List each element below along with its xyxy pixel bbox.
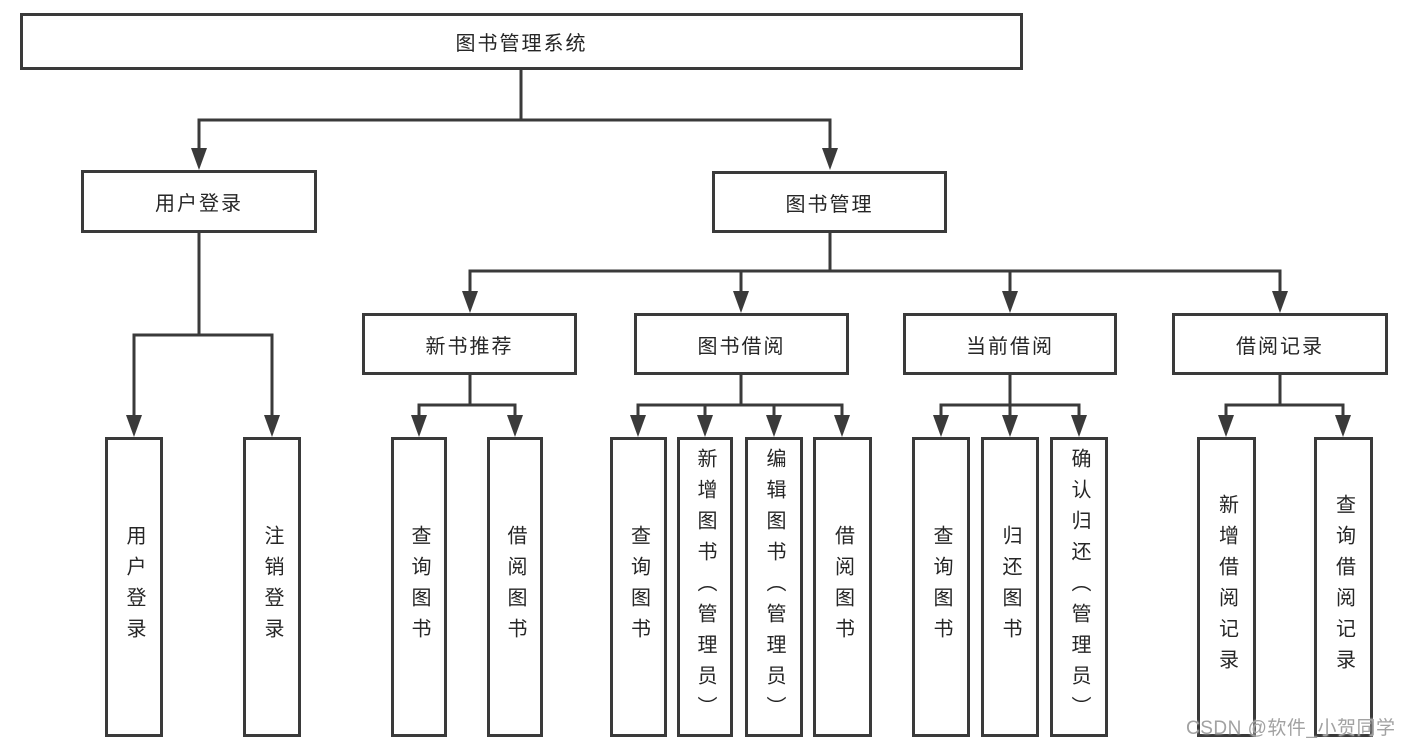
arrowhead-icon [1335,415,1351,437]
node-leaf-add-borrow-record: 新增借阅记录 [1197,437,1256,737]
node-leaf-add-book-admin: 新增图书（管理员） [677,437,733,737]
arrowhead-icon [1218,415,1234,437]
node-label-leaf-add-borrow-record: 新增借阅记录 [1215,494,1238,680]
arrowhead-icon [1002,415,1018,437]
arrowhead-icon [264,415,280,437]
arrowhead-icon [733,291,749,313]
node-leaf-borrow-books-2: 借阅图书 [813,437,872,737]
node-label-borrowing-records: 借阅记录 [1236,335,1324,358]
arrowhead-icon [933,415,949,437]
node-label-leaf-query-books-3: 查询图书 [930,525,952,649]
node-label-leaf-query-books-1: 查询图书 [408,525,430,649]
node-leaf-logout: 注销登录 [243,437,301,737]
node-leaf-query-borrow-record: 查询借阅记录 [1314,437,1373,737]
node-leaf-query-books-2: 查询图书 [610,437,667,737]
arrowhead-icon [1002,291,1018,313]
node-label-leaf-add-book-admin: 新增图书（管理员） [694,447,716,727]
node-leaf-edit-book-admin: 编辑图书（管理员） [745,437,803,737]
node-current-borrowing: 当前借阅 [903,313,1117,375]
node-label-leaf-query-books-2: 查询图书 [627,525,650,649]
node-label-leaf-borrow-books-1: 借阅图书 [504,525,526,649]
node-label-leaf-logout: 注销登录 [261,525,283,649]
arrowhead-icon [411,415,427,437]
node-label-leaf-confirm-return-admin: 确认归还（管理员） [1068,447,1090,727]
node-label-book-management: 图书管理 [785,193,874,216]
node-root: 图书管理系统 [20,13,1023,70]
watermark-text: CSDN @软件_小贺同学 [1186,718,1396,739]
node-borrowing-records: 借阅记录 [1172,313,1388,375]
arrowhead-icon [507,415,523,437]
arrowhead-icon [1272,291,1288,313]
node-leaf-query-books-3: 查询图书 [912,437,970,737]
node-label-leaf-edit-book-admin: 编辑图书（管理员） [763,447,785,727]
arrowhead-icon [766,415,782,437]
node-leaf-query-books-1: 查询图书 [391,437,447,737]
arrowhead-icon [834,415,850,437]
node-leaf-user-login: 用户登录 [105,437,163,737]
node-label-leaf-return-book: 归还图书 [999,525,1021,649]
arrowhead-icon [697,415,713,437]
node-user-login: 用户登录 [81,170,317,233]
arrowhead-icon [126,415,142,437]
node-label-new-book-recommend: 新书推荐 [425,335,514,358]
node-label-leaf-borrow-books-2: 借阅图书 [831,525,854,649]
arrowhead-icon [1071,415,1087,437]
node-leaf-return-book: 归还图书 [981,437,1039,737]
arrowhead-icon [630,415,646,437]
node-label-root: 图书管理系统 [455,33,588,55]
node-label-leaf-user-login: 用户登录 [123,525,145,649]
node-label-book-borrowing: 图书借阅 [697,335,786,358]
node-book-management: 图书管理 [712,171,947,233]
node-label-current-borrowing: 当前借阅 [966,335,1054,358]
node-label-user-login: 用户登录 [155,193,243,215]
arrowhead-icon [462,291,478,313]
node-new-book-recommend: 新书推荐 [362,313,577,375]
node-leaf-borrow-books-1: 借阅图书 [487,437,543,737]
node-leaf-confirm-return-admin: 确认归还（管理员） [1050,437,1108,737]
arrowhead-icon [822,148,838,170]
arrowhead-icon [191,148,207,170]
node-book-borrowing: 图书借阅 [634,313,849,375]
node-label-leaf-query-borrow-record: 查询借阅记录 [1332,494,1355,680]
